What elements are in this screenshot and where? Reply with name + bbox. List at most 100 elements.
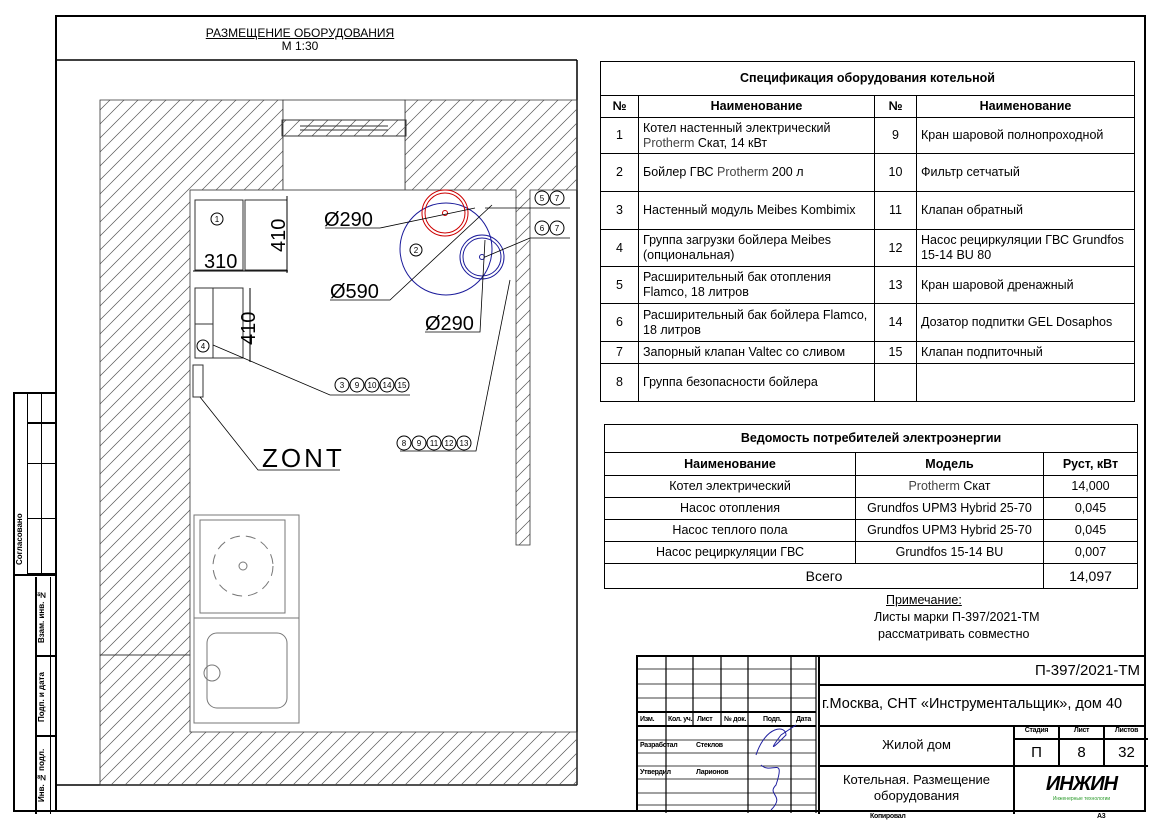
power-consumers-table: Ведомость потребителей электроэнергии На… <box>604 424 1138 589</box>
model-name: Скат <box>963 479 991 493</box>
drawing-frame <box>55 15 1146 812</box>
approver-name: Ларионов <box>696 769 729 776</box>
item-number: 6 <box>600 303 639 342</box>
item-name-2 <box>916 363 1135 402</box>
position-marker-text: 6 <box>540 224 545 233</box>
item-brand: Protherm <box>717 165 769 179</box>
item-number: 7 <box>600 341 639 364</box>
item-number: 3 <box>600 191 639 230</box>
spec-header-no-2: № <box>874 95 917 118</box>
position-marker <box>426 435 442 451</box>
position-marker-text: 13 <box>460 439 469 448</box>
sheet-header: Лист <box>1060 727 1105 738</box>
item-name-cell: Группа безопасности бойлера <box>638 363 875 402</box>
position-marker-text: 7 <box>555 194 560 203</box>
stage-value: П <box>1015 740 1060 765</box>
col-date: Дата <box>796 716 812 723</box>
company-logo: ИНЖИН Инженерные технологии <box>1015 767 1148 802</box>
position-marker <box>549 220 565 236</box>
col-sign: Подп. <box>763 716 782 723</box>
marker-1 <box>210 212 224 226</box>
consumer-power: 0,045 <box>1043 497 1138 520</box>
side-stamp: Согласовано Взам. инв. № Подп. и дата Ин… <box>13 392 57 814</box>
position-marker-text: 12 <box>445 439 454 448</box>
position-marker-text: 5 <box>540 194 545 203</box>
position-marker-text: 9 <box>417 439 422 448</box>
position-marker <box>379 377 395 393</box>
format-label: А3 <box>1097 813 1106 820</box>
consumer-power: 0,045 <box>1043 519 1138 542</box>
consumer-name: Насос рециркуляции ГВС <box>604 541 856 564</box>
spec-header-name-2: Наименование <box>916 95 1135 118</box>
boiler-outline <box>194 199 244 271</box>
model-name: Grundfos UPM3 Hybrid 25-70 <box>867 523 1032 537</box>
item-name: Расширительный бак бойлера Flamco, 18 ли… <box>643 307 868 337</box>
item-name-2: Клапан обратный <box>916 191 1135 230</box>
item-number: 8 <box>600 363 639 402</box>
col-kol: Кол. уч. <box>668 716 693 723</box>
consumer-name: Насос отопления <box>604 497 856 520</box>
item-name-2: Дозатор подпитки GEL Dosaphos <box>916 303 1135 342</box>
dim-310: 310 <box>204 251 237 273</box>
item-name-2: Насос рециркуляции ГВС Grundfos 15-14 BU… <box>916 229 1135 267</box>
logo-subtitle: Инженерные технологии <box>1052 796 1111 802</box>
consumer-name: Насос теплого пола <box>604 519 856 542</box>
consumer-power: 14,000 <box>1043 475 1138 498</box>
consumer-model: Protherm Скат <box>855 475 1044 498</box>
item-detail: Скат, 14 кВт <box>697 135 768 150</box>
consumer-model: Grundfos 15-14 BU <box>855 541 1044 564</box>
item-name: Котел настенный электрический <box>643 120 831 135</box>
spec-header-name: Наименование <box>638 95 875 118</box>
position-marker <box>349 377 365 393</box>
model-name: Grundfos UPM3 Hybrid 25-70 <box>867 501 1032 515</box>
position-marker <box>456 435 472 451</box>
model-brand: Protherm <box>908 479 960 493</box>
dim-d590: Ø590 <box>330 281 379 303</box>
doc-code: П-397/2021-ТМ <box>820 657 1146 686</box>
item-number-2: 11 <box>874 191 917 230</box>
sheets-header: Листов <box>1114 727 1139 734</box>
stage-header: Стадия <box>1015 727 1060 738</box>
marker-1-text: 1 <box>215 215 220 224</box>
copied-label: Копировал <box>870 813 906 820</box>
dim-d290-blue: Ø290 <box>425 313 474 335</box>
item-name: Бойлер ГВС <box>643 165 714 179</box>
walls <box>99 99 578 786</box>
window <box>281 119 407 137</box>
position-marker-text: 15 <box>398 381 407 390</box>
item-name-cell: Группа загрузки бойлера Meibes (опционал… <box>638 229 875 267</box>
item-number-2: 15 <box>874 341 917 364</box>
item-name-cell: Настенный модуль Meibes Kombimix <box>638 191 875 230</box>
plan-scale: М 1:30 <box>281 39 319 53</box>
total-value: 14,097 <box>1043 563 1138 589</box>
item-number-2: 13 <box>874 266 917 304</box>
marker-4-text: 4 <box>201 342 206 351</box>
note-line-1: Листы марки П-397/2021-ТМ <box>874 610 1040 624</box>
sheet-title: Котельная. Размещение оборудования <box>842 772 991 803</box>
item-name-cell: Запорный клапан Valtec со сливом <box>638 341 875 364</box>
item-name: Запорный клапан Valtec со сливом <box>643 345 846 359</box>
position-marker <box>534 190 550 206</box>
plan-title: РАЗМЕЩЕНИЕ ОБОРУДОВАНИЯ М 1:30 <box>190 27 410 53</box>
item-number-2: 14 <box>874 303 917 342</box>
note-line-2: рассматривать совместно <box>878 627 1030 641</box>
object-name: Жилой дом <box>820 727 1013 767</box>
position-marker-text: 7 <box>555 224 560 233</box>
position-marker <box>364 377 380 393</box>
item-name-2: Кран шаровой полнопроходной <box>916 117 1135 154</box>
item-name-cell: Расширительный бак отопления Flamco, 18 … <box>638 266 875 304</box>
consumer-model: Grundfos UPM3 Hybrid 25-70 <box>855 519 1044 542</box>
tank-590 <box>399 202 493 296</box>
position-marker <box>396 435 412 451</box>
item-name-cell: Бойлер ГВС Protherm 200 л <box>638 153 875 192</box>
marker-2 <box>409 243 423 257</box>
sheet-value: 8 <box>1060 740 1105 765</box>
